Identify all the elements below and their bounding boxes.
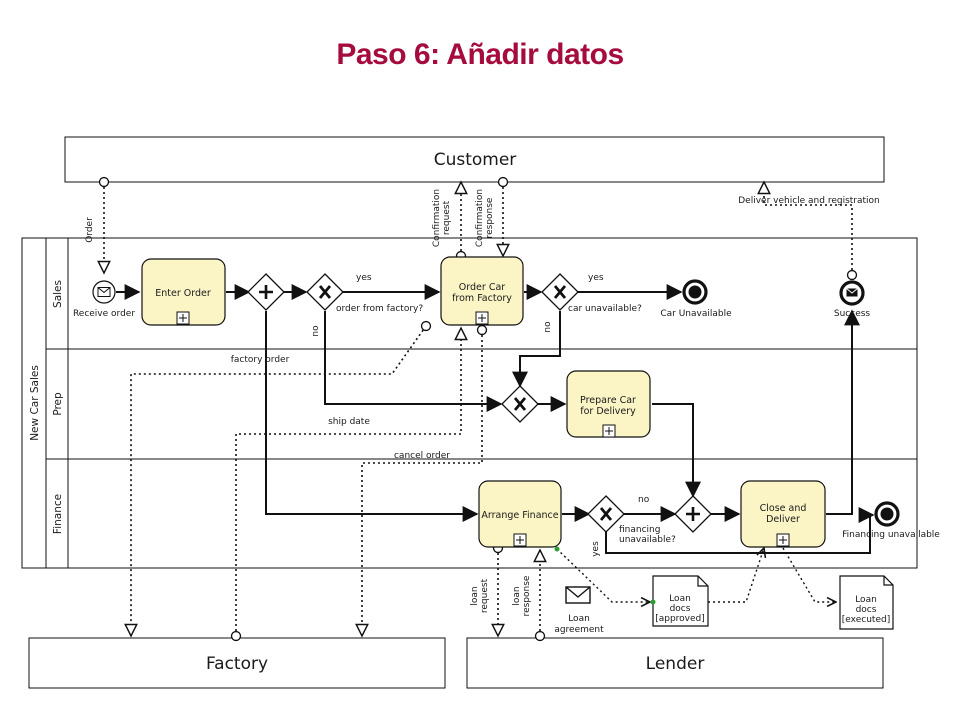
task-close-deliver-label-2: Deliver	[766, 514, 800, 525]
data-object-loan-docs-approved: Loan docs [approved]	[650, 575, 709, 627]
task-prepare-car: Prepare Car for Delivery	[566, 370, 651, 438]
flow-yes-label: yes	[591, 541, 601, 557]
task-prepare-car-label-1: Prepare Car	[580, 395, 636, 406]
flow-no-label: no	[543, 321, 553, 333]
message-flows	[104, 182, 852, 636]
message-labels: Order Confirmation request Confirmation …	[85, 189, 880, 635]
subprocess-plus-icon	[605, 427, 613, 435]
x-icon	[599, 507, 613, 521]
envelope-icon	[565, 586, 591, 604]
loan-request-label-1: loan	[470, 586, 480, 605]
loan-docs-approved-line-1: Loan	[669, 594, 691, 604]
subprocess-plus-icon	[516, 536, 524, 544]
lane-sales-label: Sales	[52, 280, 64, 308]
confirmation-response-label-2: response	[485, 197, 495, 238]
loan-docs-executed-line-3: [executed]	[842, 615, 890, 625]
task-enter-order-label: Enter Order	[155, 288, 211, 299]
gateway-parallel-join	[674, 495, 712, 533]
gateway-parallel-split	[247, 273, 285, 311]
gateway-financing-unavailable	[587, 495, 625, 533]
loan-docs-approved-line-2: docs	[670, 604, 691, 614]
car-unavailable-question-label: car unavailable?	[568, 304, 642, 314]
slide-title: Paso 6: Añadir datos	[336, 38, 624, 71]
end-event-success	[839, 280, 865, 306]
confirmation-response-label-1: Confirmation	[475, 189, 485, 247]
loan-agreement-message	[565, 586, 591, 604]
success-label: Success	[834, 309, 871, 319]
plus-icon	[686, 507, 700, 521]
factory-order-label: factory order	[231, 355, 290, 365]
data-object-loan-docs-executed: Loan docs [executed]	[839, 575, 894, 630]
association-dot	[554, 546, 560, 552]
x-icon	[318, 285, 332, 299]
task-arrange-finance-label: Arrange Finance	[481, 510, 558, 521]
task-close-deliver: Close and Deliver	[740, 480, 826, 548]
receive-order-label: Receive order	[73, 309, 135, 319]
lane-finance-label: Finance	[52, 494, 64, 534]
gateway-order-from-factory	[306, 273, 344, 311]
start-event-receive-order	[92, 280, 116, 304]
task-order-car-label-2: from Factory	[452, 293, 512, 304]
flow-labels: yes no yes no no yes	[311, 273, 650, 557]
data-associations	[556, 548, 836, 602]
x-icon	[513, 397, 527, 411]
loan-request-label-2: request	[480, 578, 490, 613]
task-arrange-finance: Arrange Finance	[478, 480, 562, 552]
financing-unavailable-label-1: financing	[619, 525, 660, 535]
loan-response-label-1: loan	[512, 586, 522, 605]
task-order-car-label-1: Order Car	[459, 282, 505, 293]
order-from-factory-label: order from factory?	[336, 304, 423, 314]
loan-response-label-2: response	[522, 575, 532, 616]
flow-no-label: no	[638, 495, 650, 505]
subprocess-plus-icon	[179, 314, 187, 322]
financing-unavailable-end-label: Financing unavailable	[842, 530, 940, 540]
main-pool-name: New Car Sales	[29, 365, 41, 441]
confirmation-request-label-1: Confirmation	[432, 189, 442, 247]
task-close-deliver-label-1: Close and	[760, 503, 807, 514]
loan-docs-approved-line-3: [approved]	[655, 614, 705, 624]
lender-pool-name: Lender	[646, 654, 705, 674]
event-labels: Receive order Car Unavailable Success Fi…	[73, 309, 940, 540]
ship-date-label: ship date	[328, 417, 370, 427]
customer-pool: Customer	[64, 136, 885, 183]
factory-pool: Factory	[28, 637, 446, 689]
loan-agreement-label-2: agreement	[554, 625, 604, 635]
end-event-financing-unavailable	[874, 501, 900, 527]
association-dot	[650, 599, 656, 605]
end-event-car-unavailable	[682, 279, 708, 305]
cancel-order-label: cancel order	[394, 451, 450, 461]
order-message-label: Order	[85, 217, 95, 243]
x-icon	[553, 285, 567, 299]
lender-pool: Lender	[466, 637, 884, 689]
task-prepare-car-label-2: for Delivery	[580, 406, 636, 417]
loan-docs-executed-line-1: Loan	[855, 595, 877, 605]
plus-icon	[259, 285, 273, 299]
task-enter-order: Enter Order	[141, 258, 226, 326]
loan-agreement-label-1: Loan	[568, 614, 590, 624]
flow-yes-label: yes	[588, 273, 604, 283]
gateway-car-unavailable	[541, 273, 579, 311]
lane-prep-label: Prep	[52, 392, 64, 416]
flow-yes-label: yes	[356, 273, 372, 283]
customer-pool-name: Customer	[434, 150, 517, 170]
loan-docs-executed-line-2: docs	[856, 605, 877, 615]
subprocess-plus-icon	[478, 314, 486, 322]
confirmation-request-label-2: request	[442, 200, 452, 235]
task-order-car: Order Car from Factory	[440, 256, 524, 326]
financing-unavailable-label-2: unavailable?	[619, 535, 676, 545]
flow-no-label: no	[311, 325, 321, 337]
gateway-prep-merge	[501, 385, 539, 423]
deliver-vehicle-label: Deliver vehicle and registration	[738, 196, 880, 206]
subprocess-plus-icon	[779, 536, 787, 544]
factory-pool-name: Factory	[206, 654, 268, 674]
car-unavailable-label: Car Unavailable	[660, 309, 732, 319]
gateway-labels: order from factory? car unavailable? fin…	[336, 304, 676, 545]
